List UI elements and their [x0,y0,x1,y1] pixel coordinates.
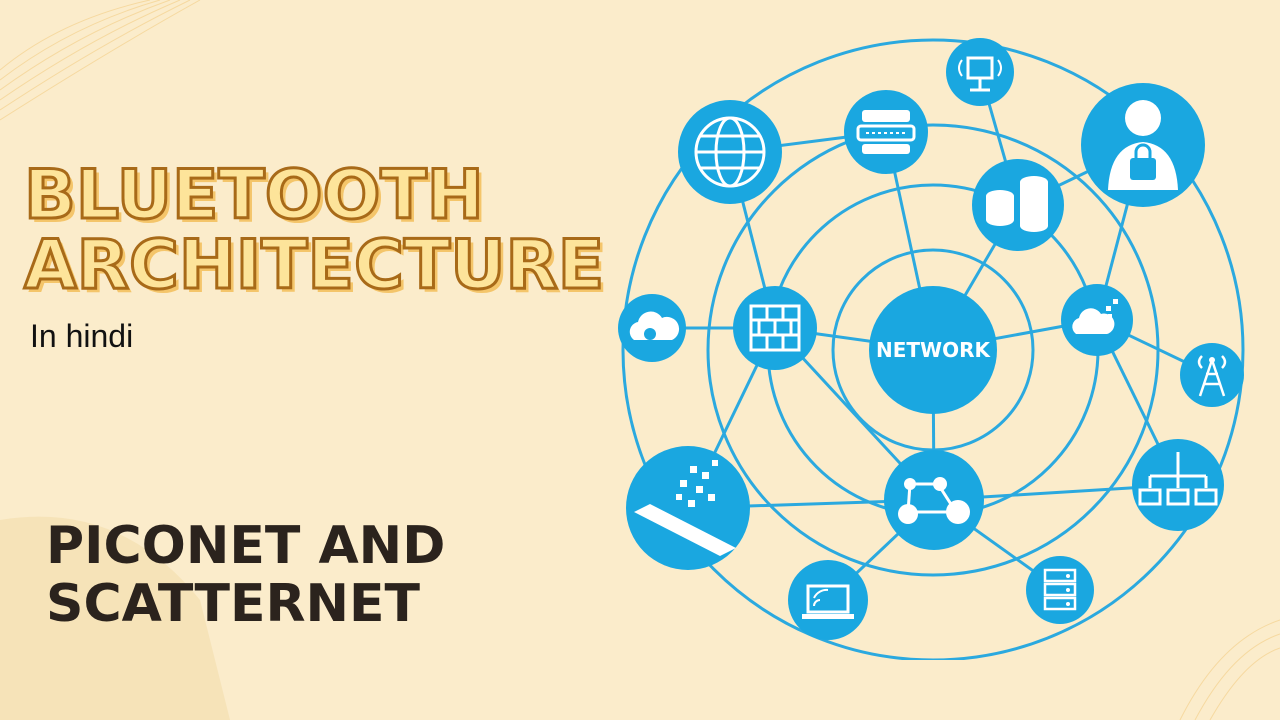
title-line-1: BLUETOOTH [23,156,486,235]
network-hub: NETWORK [869,286,997,414]
title-line-2: ARCHITECTURE [22,226,605,305]
database-icon [972,159,1064,251]
laptop-wireless-icon [788,560,868,640]
network-diagram: NETWORK [618,38,1245,660]
molecule-icon [884,450,984,550]
topic-line-1: PICONET AND [46,516,446,576]
hierarchy-icon [1132,439,1224,531]
cloud-gear-icon [618,294,686,362]
wireless-monitor-icon [946,38,1014,106]
firewall-icon [733,286,817,370]
subtitle: In hindi [30,318,134,354]
server-icon [1026,556,1094,624]
globe-icon [678,100,782,204]
server-rack-icon [844,90,928,174]
tablet-pixel-icon [626,446,750,570]
cloud-pixel-icon [1061,284,1133,356]
network-label: NETWORK [876,338,992,362]
secure-user-icon [1081,83,1205,207]
topic-line-2: SCATTERNET [46,574,421,634]
antenna-tower-icon [1180,343,1244,407]
